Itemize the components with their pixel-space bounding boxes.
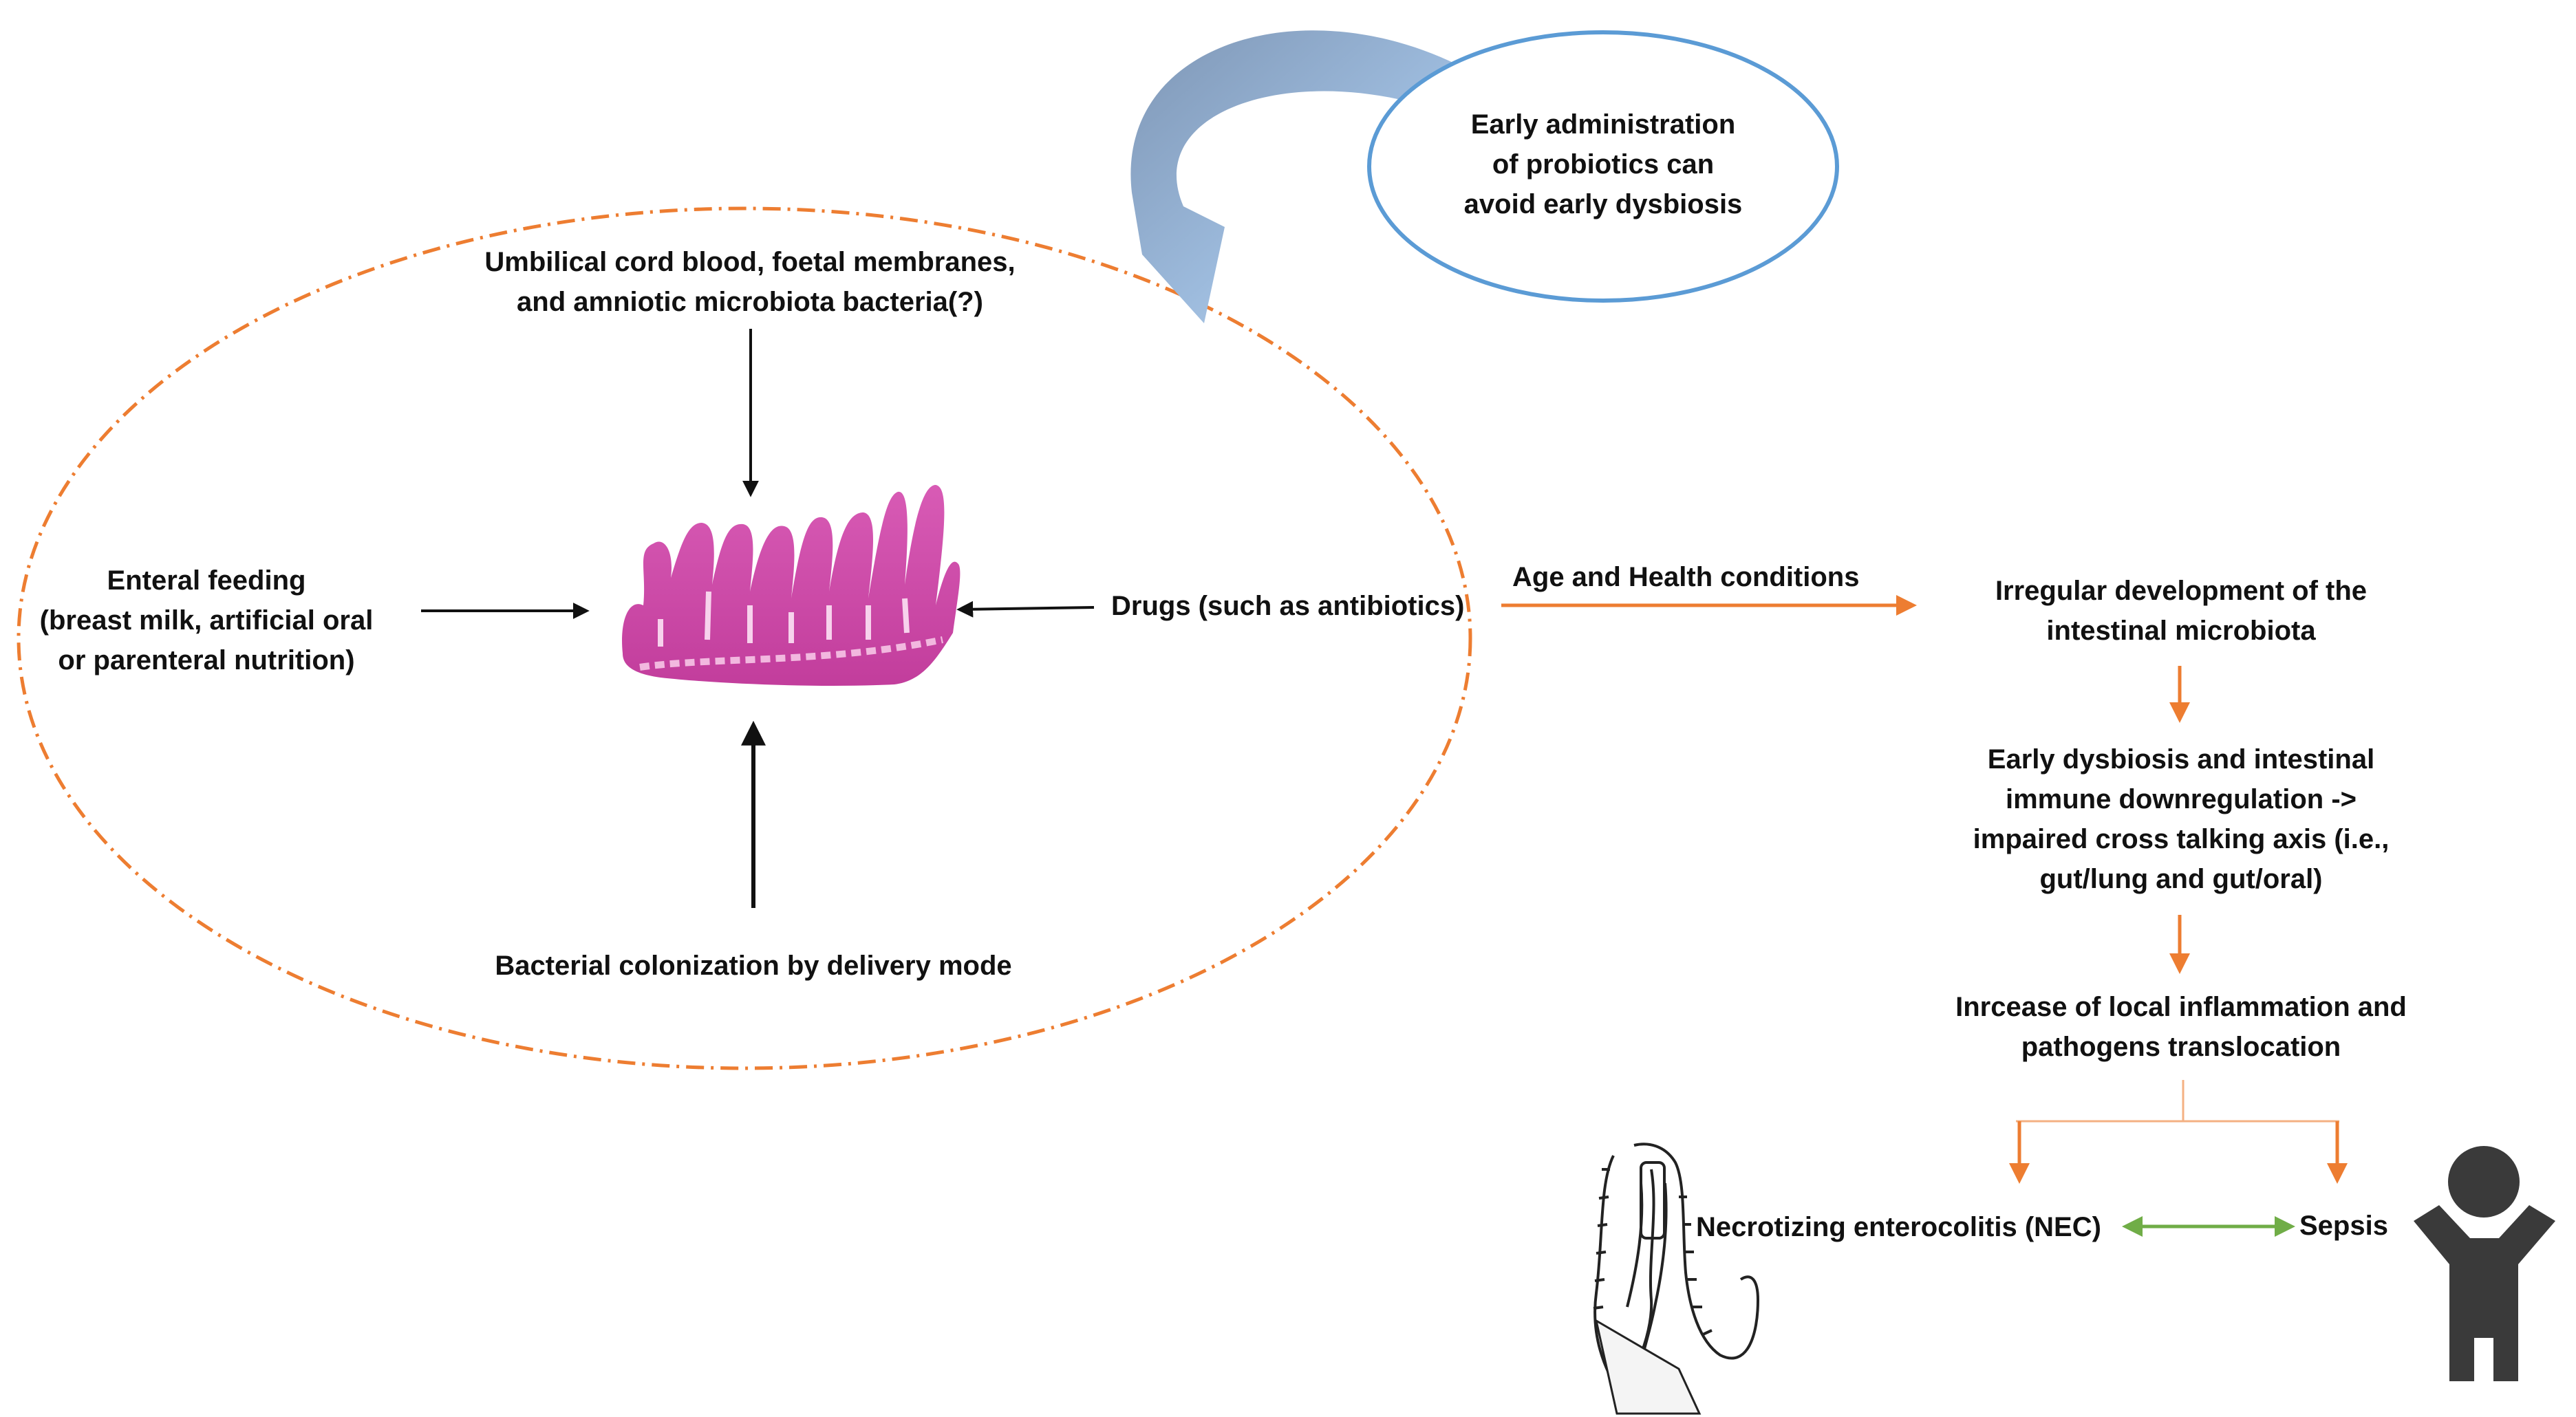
probiotics-curved-arrow (1130, 30, 1466, 323)
cascade-step2-label: Early dysbiosis and intestinal immune do… (1973, 744, 2390, 894)
probiotics-bubble (1367, 30, 1839, 303)
villus-drawing-icon (1593, 1143, 1760, 1415)
nec-label: Necrotizing enterocolitis (NEC) (1696, 1212, 2101, 1242)
prenatal-microbiota-label: Umbilical cord blood, foetal membranes, … (484, 247, 1016, 317)
cascade-step1-label: Irregular development of the intestinal … (1995, 576, 2368, 646)
cascade-step3-label: Inrcease of local inflammation and patho… (1955, 992, 2407, 1062)
probiotics-bubble-text: Early administration of probiotics can a… (1463, 109, 1743, 219)
intestinal-villi-image (622, 485, 960, 686)
branch-connector (2016, 1080, 2339, 1123)
gut-environment-ellipse (17, 206, 1472, 1070)
enteral-feeding-label: Enteral feeding (breast milk, artificial… (39, 565, 374, 675)
age-health-label: Age and Health conditions (1512, 562, 1860, 592)
delivery-mode-label: Bacterial colonization by delivery mode (495, 951, 1012, 981)
sepsis-label: Sepsis (2299, 1211, 2388, 1241)
drugs-label: Drugs (such as antibiotics) (1111, 591, 1465, 621)
arrow-drugs-to-gut (956, 601, 1095, 618)
child-figure-icon (2414, 1146, 2555, 1381)
